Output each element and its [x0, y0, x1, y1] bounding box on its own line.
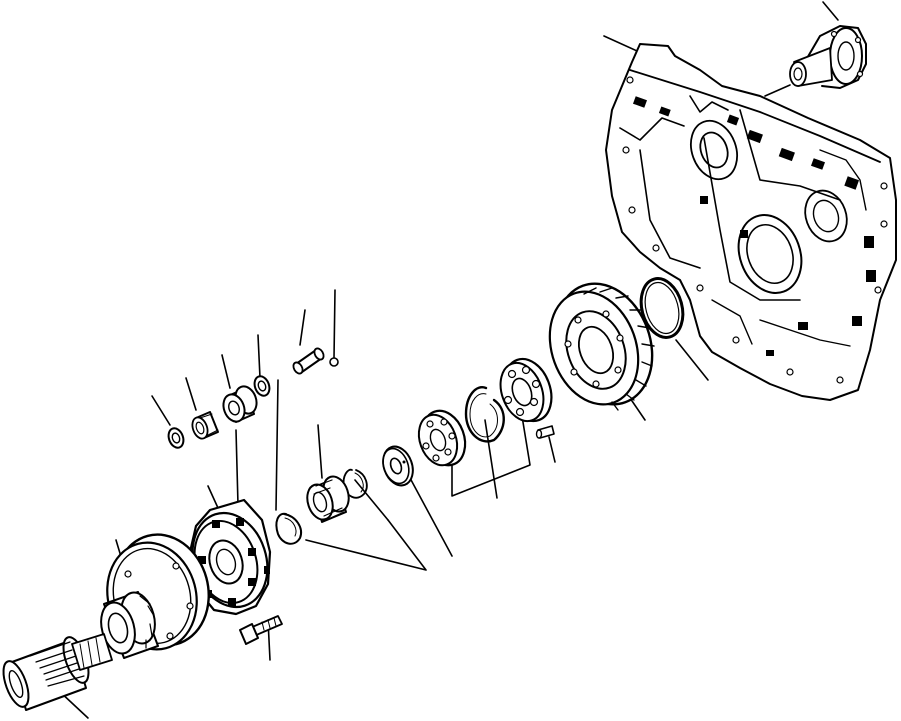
washer-left [167, 427, 185, 449]
transmission-case [605, 43, 897, 401]
splined-shaft [2, 633, 113, 711]
o-ring [639, 277, 685, 339]
bolt [239, 615, 283, 645]
snap-ring-carrier [275, 512, 302, 545]
needle-roller [191, 411, 219, 440]
snap-ring-small [342, 468, 368, 499]
large-gear [548, 282, 655, 411]
shaft-pin [292, 347, 325, 375]
seal-plate [382, 445, 414, 487]
cover-flange [789, 25, 867, 89]
leader-lines [57, 1, 839, 719]
ball-bearing-small [417, 409, 467, 467]
needle-bearing [306, 475, 350, 523]
bearing-race [222, 385, 258, 423]
ball-plug [329, 357, 339, 367]
snap-ring-large [464, 386, 505, 443]
planet-carrier [188, 498, 272, 616]
washer-right [253, 375, 271, 397]
drive-flange [100, 533, 210, 659]
pin-small [535, 425, 555, 439]
ball-bearing-large [499, 357, 553, 423]
